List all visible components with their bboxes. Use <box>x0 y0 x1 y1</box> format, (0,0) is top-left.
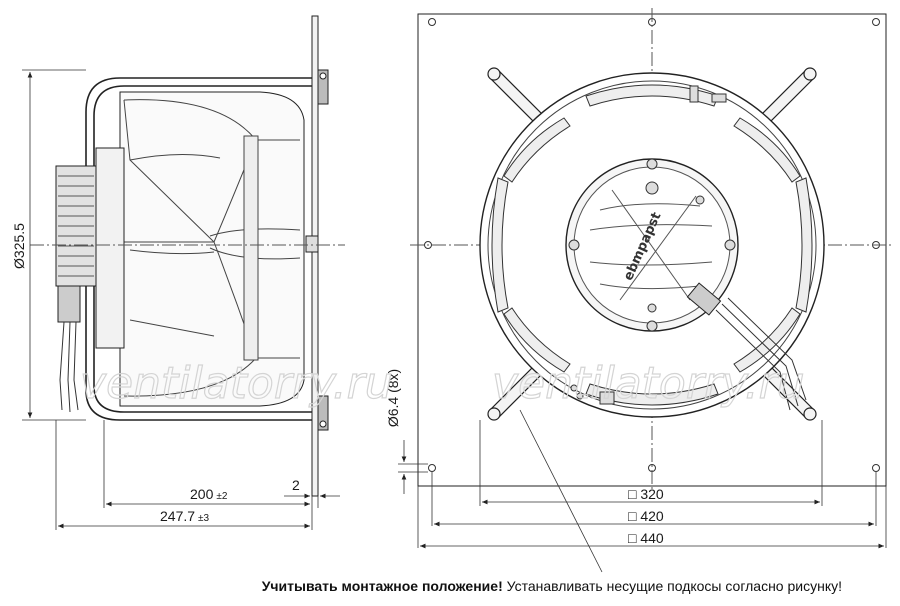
mounting-holes <box>424 18 880 472</box>
side-cables <box>59 321 79 413</box>
dim-200-label: 200±2 <box>190 486 228 502</box>
dim-247-label: 247.7±3 <box>160 508 210 524</box>
hub-ribs <box>589 189 713 301</box>
footer-note-bold: Учитывать монтажное положение! <box>261 578 503 594</box>
footer-note: Учитывать монтажное положение! Устанавли… <box>0 578 900 594</box>
side-impeller-blades <box>123 99 301 397</box>
side-cable-gland <box>57 285 81 323</box>
hub-bolts <box>568 158 736 332</box>
front-cables <box>715 297 807 411</box>
footer-note-rest: Устанавливать несущие подкосы согласно р… <box>506 578 842 594</box>
dim-2-label: 2 <box>292 477 300 493</box>
note-leader-line <box>519 409 603 573</box>
side-cooling-fins <box>58 175 94 277</box>
watermark-right: ventilatorry.ru <box>492 358 805 409</box>
side-dimensions <box>22 69 340 530</box>
dim-420-label: □ 420 <box>628 508 664 524</box>
watermark-left: ventilatorry.ru <box>80 358 393 409</box>
front-dimensions <box>398 409 887 573</box>
front-cable-gland <box>686 282 722 316</box>
dim-hole-label: Ø6.4 (8x) <box>385 369 401 427</box>
dim-diameter-label: Ø325.5 <box>11 223 27 269</box>
front-badges <box>570 85 727 405</box>
side-bolts <box>305 69 329 431</box>
ring-slots <box>491 84 813 406</box>
dim-440-label: □ 440 <box>628 530 664 546</box>
front-view <box>410 8 892 492</box>
dim-320-label: □ 320 <box>628 486 664 502</box>
side-view <box>30 15 345 497</box>
side-mounting-plate <box>311 15 319 497</box>
side-motor-body <box>95 147 125 349</box>
